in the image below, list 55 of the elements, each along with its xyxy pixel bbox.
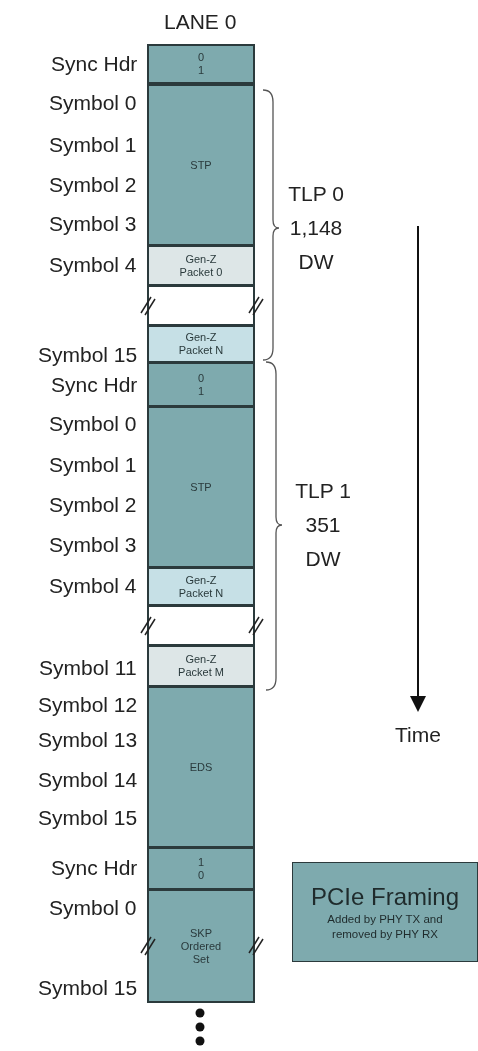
lane-segment: [147, 362, 255, 407]
row-label: Symbol 4: [49, 253, 137, 277]
sync-bit: 1: [197, 384, 205, 398]
legend-title: PCIe Framing: [310, 882, 459, 912]
legend-box: [292, 862, 478, 962]
row-label: Symbol 3: [49, 533, 137, 557]
row-label: Symbol 15: [38, 976, 138, 1000]
break-gap-box: [147, 605, 255, 646]
lane-segment: [147, 406, 255, 568]
lane-segment: [147, 686, 255, 848]
lane-segment: [147, 84, 255, 246]
segment-text: Gen-Z Packet M: [177, 653, 225, 679]
row-label: Symbol 3: [49, 212, 137, 236]
axis-label: Time: [395, 723, 441, 747]
row-label: Symbol 1: [49, 133, 137, 157]
lane-segment: [147, 889, 255, 1003]
row-label: Symbol 0: [49, 412, 137, 436]
row-label: Sync Hdr: [51, 52, 138, 76]
row-label: Symbol 11: [39, 656, 137, 680]
row-label: Symbol 15: [38, 806, 138, 830]
lane-segment: [147, 325, 255, 363]
lane-segment: [147, 645, 255, 687]
row-label: Sync Hdr: [51, 856, 138, 880]
segment-text: Gen-Z Packet N: [177, 331, 225, 357]
lane-segment: [147, 847, 255, 890]
row-label: Symbol 2: [49, 173, 137, 197]
sync-bit: 0: [197, 371, 205, 385]
row-label: Symbol 12: [38, 693, 138, 717]
column-header: LANE 0: [164, 10, 237, 34]
lane-segment: [147, 567, 255, 606]
segment-text: EDS: [189, 760, 213, 774]
sync-bit: 1: [197, 855, 205, 869]
bracket-label: TLP 0 1,148 DW: [287, 181, 345, 275]
segment-text: STP: [190, 480, 212, 494]
bracket-label: TLP 1 351 DW: [294, 478, 352, 572]
segment-text: SKP Ordered Set: [179, 926, 223, 966]
row-label: Sync Hdr: [51, 373, 138, 397]
row-label: Symbol 0: [49, 896, 137, 920]
lane-segment: [147, 44, 255, 84]
break-gap-box: [147, 285, 255, 326]
sync-bit: 0: [197, 868, 205, 882]
row-label: Symbol 14: [38, 768, 138, 792]
row-label: Symbol 2: [49, 493, 137, 517]
row-label: Symbol 1: [49, 453, 137, 477]
segment-text: Gen-Z Packet N: [177, 573, 225, 600]
lane-segment: [147, 245, 255, 286]
segment-text: STP: [190, 158, 212, 172]
row-label: Symbol 13: [38, 728, 138, 752]
sync-bit: 1: [197, 64, 205, 77]
legend-description: Added by PHY TX and removed by PHY RX: [326, 912, 444, 942]
row-label: Symbol 0: [49, 91, 137, 115]
sync-bit: 0: [197, 51, 205, 64]
row-label: Symbol 4: [49, 574, 137, 598]
row-label: Symbol 15: [38, 343, 138, 367]
segment-text: Gen-Z Packet 0: [178, 252, 224, 279]
